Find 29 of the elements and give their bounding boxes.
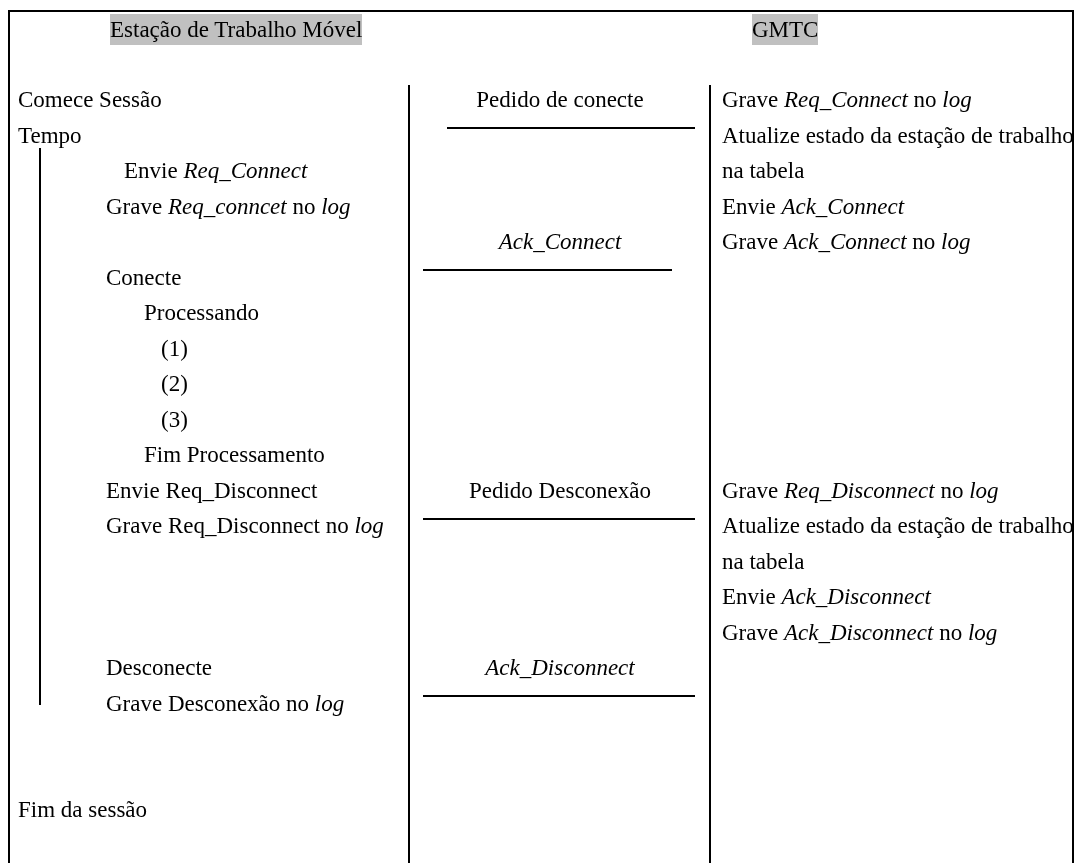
- step-text: Grave Desconexão no log: [106, 689, 346, 718]
- step-text: Conecte: [106, 263, 183, 292]
- step-text: Grave Req_Disconnect no log: [106, 512, 385, 541]
- step-text: Atualize estado da estação de trabalho na tabela: [722, 121, 1075, 186]
- step-text: Comece Sessão: [18, 86, 163, 115]
- column-header: Estação de Trabalho Móvel: [110, 14, 363, 45]
- message-text: Ack_Connect: [496, 228, 623, 257]
- step-text: Grave Req_Disconnect no log: [722, 476, 1000, 505]
- message-text: Ack_Disconnect: [483, 654, 636, 683]
- step-text: Fim da sessão: [18, 796, 149, 825]
- step-text: Grave Req_Connect no log: [722, 86, 973, 115]
- step-number: (2): [161, 370, 189, 399]
- step-text: Envie Ack_Connect: [722, 192, 906, 221]
- step-number: (1): [161, 334, 189, 363]
- step-text: Grave Ack_Disconnect no log: [722, 618, 999, 647]
- column-header: GMTC: [752, 14, 819, 45]
- step-number: (3): [161, 405, 189, 434]
- step-text: Desconecte: [106, 654, 213, 683]
- step-text: Envie Ack_Disconnect: [722, 583, 933, 612]
- step-text: Envie Req_Connect: [124, 157, 309, 186]
- step-text: Atualize estado da estação de trabalho na tabela: [722, 512, 1075, 576]
- step-text: Fim Processamento: [144, 441, 326, 470]
- step-text: Processando: [144, 299, 260, 328]
- message-text: Pedido de conecte: [475, 86, 645, 115]
- message-text: Pedido Desconexão: [467, 476, 652, 505]
- step-text: Grave Ack_Connect no log: [722, 228, 972, 257]
- time-label: Tempo: [18, 121, 83, 150]
- step-text: Grave Req_conncet no log: [106, 192, 352, 221]
- step-text: Envie Req_Disconnect: [106, 476, 319, 505]
